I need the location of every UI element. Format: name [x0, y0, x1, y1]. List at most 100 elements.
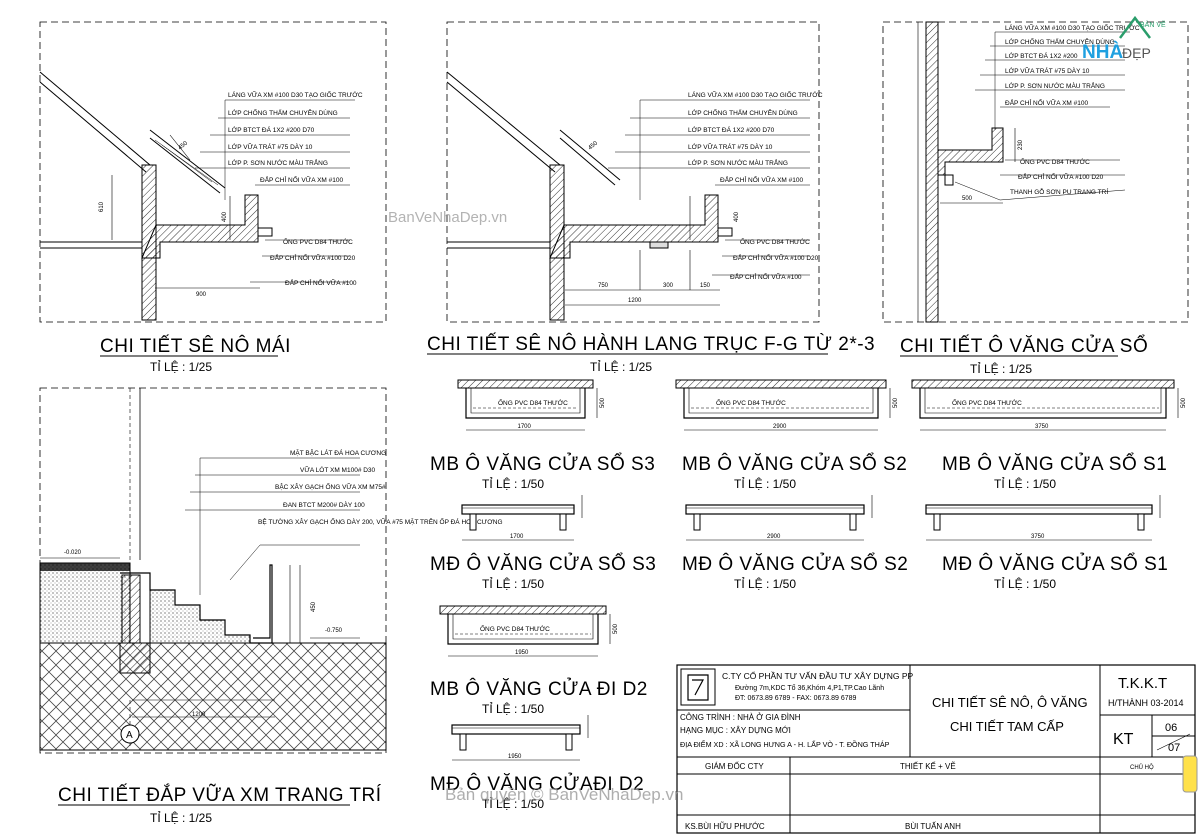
- dim-label: 450: [177, 140, 189, 151]
- role-director: GIÁM ĐỐC CTY: [705, 761, 764, 771]
- watermark-bottom: Bản quyền © BanVeNhaDep.vn: [445, 785, 683, 804]
- drawing-title-2: CHI TIẾT TAM CẤP: [950, 719, 1064, 734]
- svg-text:LỚP CHỐNG THẤM CHUYÊN DÙNG: LỚP CHỐNG THẤM CHUYÊN DÙNG: [228, 107, 338, 117]
- detail-se-no-hanh-lang: 750 300 150 1200 400 450 LÁNG VỮA XM #10…: [427, 21, 875, 374]
- project-category: HẠNG MỤC : XÂY DỰNG MỚI: [680, 726, 791, 735]
- svg-text:ỐNG PVC D84 THƯỚC: ỐNG PVC D84 THƯỚC: [740, 236, 810, 246]
- small-detail-title: MB Ô VĂNG CỬA SỔ S2: [682, 453, 907, 475]
- svg-text:LỚP P. SƠN NƯỚC MÀU TRẮNG: LỚP P. SƠN NƯỚC MÀU TRẮNG: [1005, 81, 1105, 90]
- wall-strip: [457, 379, 594, 389]
- canopy-outline: [465, 388, 586, 419]
- annotation-leaders: [954, 31, 1130, 201]
- role-owner: CHỦ HỘ: [1130, 764, 1154, 771]
- svg-text:THANH GỖ SƠN PU TRANG TRÍ: THANH GỖ SƠN PU TRANG TRÍ: [1010, 187, 1108, 196]
- roof-slope: [446, 71, 621, 186]
- plinth-wall: [121, 574, 141, 644]
- detail-scale: TỈ LỆ : 1/25: [970, 361, 1032, 376]
- svg-text:ĐẮP CHỈ NỔI VỮA #100 D20: ĐẮP CHỈ NỔI VỮA #100 D20: [1018, 172, 1104, 181]
- small-detail-scale: TỈ LỆ : 1/50: [482, 576, 544, 591]
- roof-slope: [39, 71, 226, 194]
- role-designer: THIẾT KẾ + VẼ: [900, 761, 956, 771]
- dim-label: 610: [99, 201, 105, 212]
- detail-dap-vua: -0.020 -0.750 450 1200 A MẶT BẬC LÁT ĐÁ …: [39, 387, 503, 825]
- house-icon: [1119, 15, 1151, 39]
- annotation-leaders: [195, 99, 355, 283]
- dim-label: 150: [700, 283, 711, 289]
- steps: [149, 589, 251, 644]
- company-name: C.TY CỔ PHẦN TƯ VẤN ĐẦU TƯ XÂY DỰNG PP: [722, 670, 914, 681]
- sticky-tab-icon: [1182, 755, 1198, 793]
- small-detail-scale: TỈ LỆ : 1/50: [734, 476, 796, 491]
- svg-text:ĐẮP CHỈ NỔI VỮA #100 D20: ĐẮP CHỈ NỔI VỮA #100 D20: [270, 253, 356, 262]
- detail-se-no-mai: 610 450 400 900 LÁNG VỮA XM #100 D30 TẠO…: [39, 21, 387, 374]
- dim-label: 2900: [773, 424, 787, 430]
- svg-text:LỚP VỮA TRÁT #75 DÀY 10: LỚP VỮA TRÁT #75 DÀY 10: [228, 142, 313, 151]
- svg-text:LỚP VỮA TRÁT #75 DÀY 10: LỚP VỮA TRÁT #75 DÀY 10: [1005, 66, 1090, 75]
- footing: [119, 642, 151, 674]
- small-detail-title: MB Ô VĂNG CỬA ĐI D2: [430, 678, 648, 700]
- small-detail-title: MĐ Ô VĂNG CỬA SỔ S1: [942, 553, 1168, 575]
- dimension-lines: [111, 134, 260, 289]
- dim-label: 1200: [192, 712, 206, 718]
- svg-text:BẢN VẼ: BẢN VẼ: [1140, 20, 1166, 29]
- canopy-inner: [688, 388, 874, 414]
- logo-mark-icon: [687, 674, 709, 701]
- title-block: C.TY CỔ PHẦN TƯ VẤN ĐẦU TƯ XÂY DỰNG PP Đ…: [676, 664, 1198, 834]
- svg-text:ĐAN BTCT M200# DÀY 100: ĐAN BTCT M200# DÀY 100: [283, 500, 365, 509]
- dim-label: 3750: [1035, 424, 1049, 430]
- svg-text:ĐẮP CHỈ NỔI VỮA XM #100: ĐẮP CHỈ NỔI VỮA XM #100: [720, 175, 803, 184]
- completion-date: H/THÀNH 03-2014: [1108, 698, 1184, 708]
- dim-label: 900: [196, 292, 207, 298]
- svg-text:BỆ TƯỜNG XÂY GẠCH ỐNG DÀY 200,: BỆ TƯỜNG XÂY GẠCH ỐNG DÀY 200, VỮA #75 M…: [258, 516, 503, 526]
- svg-text:LỚP P. SƠN NƯỚC MÀU TRẮNG: LỚP P. SƠN NƯỚC MÀU TRẮNG: [228, 158, 328, 167]
- note-list: LÁNG VỮA XM #100 D30 TẠO GIỐC TRƯỚC LỚP …: [228, 89, 363, 287]
- designer-name: BÙI TUẤN ANH: [905, 821, 961, 831]
- drawing-code: KT: [1113, 731, 1134, 748]
- bracket: [849, 513, 857, 531]
- annotation-leaders: [608, 99, 810, 276]
- bracket: [693, 513, 701, 531]
- decor-wood: [944, 174, 954, 186]
- level-top: -0.020: [64, 550, 82, 556]
- svg-text:ỐNG PVC D84 THƯỚC: ỐNG PVC D84 THƯỚC: [283, 236, 353, 246]
- small-detail-title: MĐ Ô VĂNG CỬA SỔ S2: [682, 553, 908, 575]
- svg-text:ĐẮP CHỈ NỔI VỮA #100 D20: ĐẮP CHỈ NỔI VỮA #100 D20: [733, 253, 819, 262]
- pipe-note: ỐNG PVC D84 THƯỚC: [952, 397, 1022, 407]
- bracket: [469, 513, 477, 531]
- svg-text:MẶT BẬC LÁT ĐÁ HOA CƯƠNG: MẶT BẬC LÁT ĐÁ HOA CƯƠNG: [290, 448, 386, 457]
- canopy-section: [937, 127, 1004, 176]
- dim-label: 300: [663, 283, 674, 289]
- svg-text:ỐNG PVC D84 THƯỚC: ỐNG PVC D84 THƯỚC: [1020, 156, 1090, 166]
- dim-label: 750: [598, 283, 609, 289]
- level-bottom: -0.750: [325, 628, 343, 634]
- canopy-body: [925, 504, 1153, 515]
- sheet-total: 07: [1168, 742, 1180, 754]
- dim-label: 3750: [1031, 534, 1045, 540]
- company-phone: ĐT: 0673.89 6789 - FAX: 0673.89 6789: [735, 695, 857, 702]
- svg-text:ĐẮP CHỈ NỔI VỮA #100: ĐẮP CHỈ NỔI VỮA #100: [285, 278, 357, 287]
- detail-title: CHI TIẾT ĐẮP VỮA XM TRANG TRÍ: [58, 784, 382, 806]
- svg-text:ĐẮP CHỈ NỔI VỮA XM #100: ĐẮP CHỈ NỔI VỮA XM #100: [1005, 98, 1088, 107]
- svg-text:ĐẮP CHỈ NỔI VỮA XM #100: ĐẮP CHỈ NỔI VỮA XM #100: [260, 175, 343, 184]
- detail-scale: TỈ LỆ : 1/25: [150, 810, 212, 825]
- svg-text:BẬC XÂY GẠCH ỐNG VỮA XM M75#: BẬC XÂY GẠCH ỐNG VỮA XM M75#: [275, 481, 386, 491]
- bracket: [565, 733, 573, 751]
- dim-label: 1950: [508, 754, 522, 760]
- logo-nha: NHÀ: [1082, 41, 1123, 63]
- detail-o-vang-cua-so: 500 230 LÁNG VỮA XM #100 D30 TẠO GIỐC TR…: [882, 21, 1189, 376]
- floor-finish: [40, 563, 130, 571]
- svg-text:LỚP CHỐNG THẤM CHUYÊN DÙNG: LỚP CHỐNG THẤM CHUYÊN DÙNG: [1005, 36, 1115, 46]
- watermark-logo: BẢN VẼ NHÀ ĐẸP: [1082, 15, 1166, 63]
- svg-text:VỮA LÓT XM M100# D30: VỮA LÓT XM M100# D30: [300, 465, 376, 474]
- bracket: [1137, 513, 1145, 531]
- svg-text:LỚP VỮA TRÁT #75 DÀY 10: LỚP VỮA TRÁT #75 DÀY 10: [688, 142, 773, 151]
- logo-dep: ĐẸP: [1122, 45, 1151, 61]
- note-list: MẶT BẬC LÁT ĐÁ HOA CƯƠNG VỮA LÓT XM M100…: [258, 448, 503, 526]
- svg-text:ĐẮP CHỈ NỔI VỮA #100: ĐẮP CHỈ NỔI VỮA #100: [730, 272, 802, 281]
- wall-strip: [675, 379, 887, 389]
- sheet-number: 06: [1165, 722, 1177, 734]
- detail-scale: TỈ LỆ : 1/25: [590, 359, 652, 374]
